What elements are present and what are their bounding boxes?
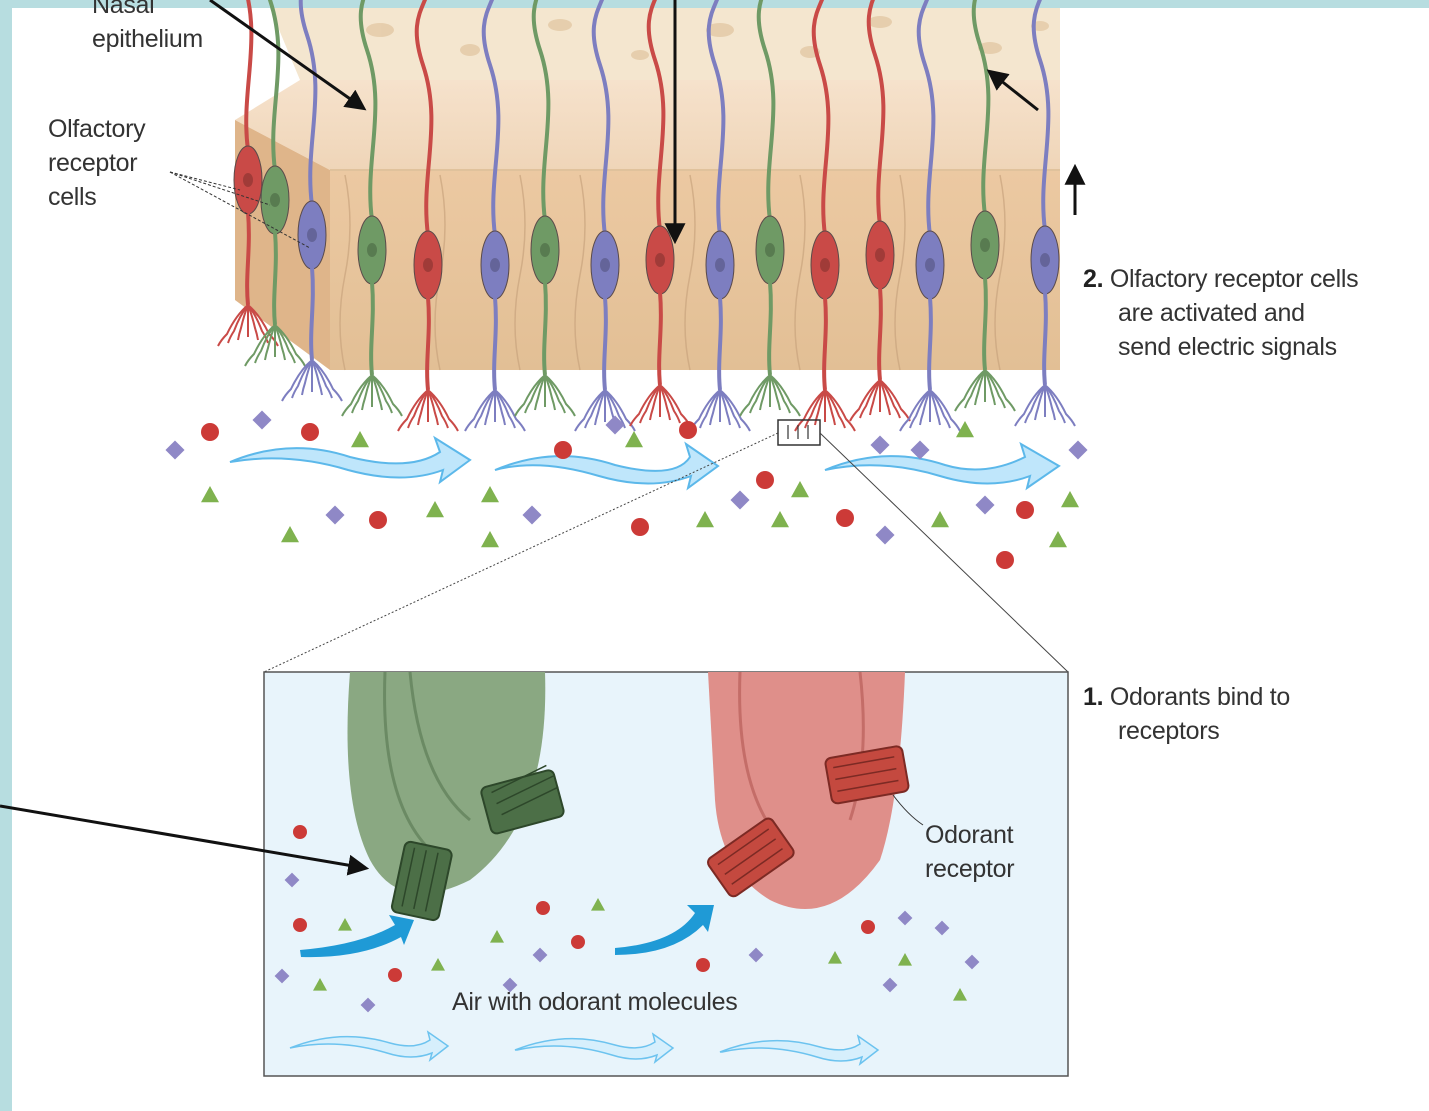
odorant-molecule: [1061, 491, 1079, 507]
olfactory-cells-label: Olfactory receptor cells: [48, 112, 145, 214]
odorant-molecule: [481, 531, 499, 547]
step-1-label: 1. Odorants bind to receptors: [1083, 680, 1290, 748]
odorant-molecule: [931, 511, 949, 527]
odorant-molecule: [1068, 440, 1087, 459]
odorant-molecule: [351, 431, 369, 447]
cells-line: cells: [48, 180, 145, 214]
odorant-line: Odorant: [925, 818, 1014, 852]
step-1-text-2: receptors: [1083, 714, 1290, 748]
odorant-molecule: [536, 901, 550, 915]
odorant-molecule: [1016, 501, 1034, 519]
step-2-number: 2.: [1083, 265, 1103, 293]
odorant-molecule: [426, 501, 444, 517]
odorant-molecule: [756, 471, 774, 489]
odorant-molecule: [771, 511, 789, 527]
odorant-molecule: [201, 423, 219, 441]
odorant-molecule: [836, 509, 854, 527]
odorant-molecule: [861, 920, 875, 934]
odorant-molecule: [625, 431, 643, 447]
odorant-molecule: [293, 918, 307, 932]
odorant-molecule: [481, 486, 499, 502]
odorant-molecule: [875, 525, 894, 544]
receptor-line-inset: receptor: [925, 852, 1014, 886]
nasal-line: Nasal: [92, 0, 203, 22]
odorant-molecule: [631, 518, 649, 536]
odorant-molecule: [996, 551, 1014, 569]
odorant-molecule: [325, 505, 344, 524]
odorant-molecule: [975, 495, 994, 514]
odorant-molecule: [293, 825, 307, 839]
odorant-molecule: [696, 511, 714, 527]
epithelium-block: [235, 8, 1060, 370]
step-2-text-3: send electric signals: [1083, 330, 1358, 364]
odorant-molecule: [281, 526, 299, 542]
odorant-molecule: [252, 410, 271, 429]
olfactory-line: Olfactory: [48, 112, 145, 146]
step-1-number: 1.: [1083, 683, 1103, 711]
odorant-molecule: [201, 486, 219, 502]
step-2-text-1: Olfactory receptor cells: [1110, 265, 1358, 293]
step-1-text-1: Odorants bind to: [1110, 683, 1290, 711]
odorant-molecule: [791, 481, 809, 497]
odorant-molecules: [165, 410, 1087, 569]
step-2-text-2: are activated and: [1083, 296, 1358, 330]
mucus-layer: [235, 80, 1060, 170]
odorant-molecule: [605, 415, 624, 434]
odorant-molecule: [388, 968, 402, 982]
odorant-molecule: [730, 490, 749, 509]
step-2-line-1: 2. Olfactory receptor cells: [1083, 262, 1358, 296]
odorant-molecule: [369, 511, 387, 529]
odorant-molecule: [679, 421, 697, 439]
odorant-receptor-label: Odorant receptor: [925, 818, 1014, 886]
epithelium-line: epithelium: [92, 22, 203, 56]
odorant-molecule: [554, 441, 572, 459]
odorant-molecule: [301, 423, 319, 441]
nasal-epithelium-label: Nasal epithelium: [92, 0, 203, 56]
receptor-line: receptor: [48, 146, 145, 180]
zoom-indicator: [264, 420, 1068, 672]
odorant-molecule: [696, 958, 710, 972]
air-caption: Air with odorant molecules: [452, 985, 737, 1019]
odorant-molecule: [522, 505, 541, 524]
odorant-molecule: [1049, 531, 1067, 547]
odorant-molecule: [165, 440, 184, 459]
odorant-molecule: [870, 435, 889, 454]
step-2-label: 2. Olfactory receptor cells are activate…: [1083, 262, 1358, 364]
step-1-line-1: 1. Odorants bind to: [1083, 680, 1290, 714]
odorant-molecule: [571, 935, 585, 949]
